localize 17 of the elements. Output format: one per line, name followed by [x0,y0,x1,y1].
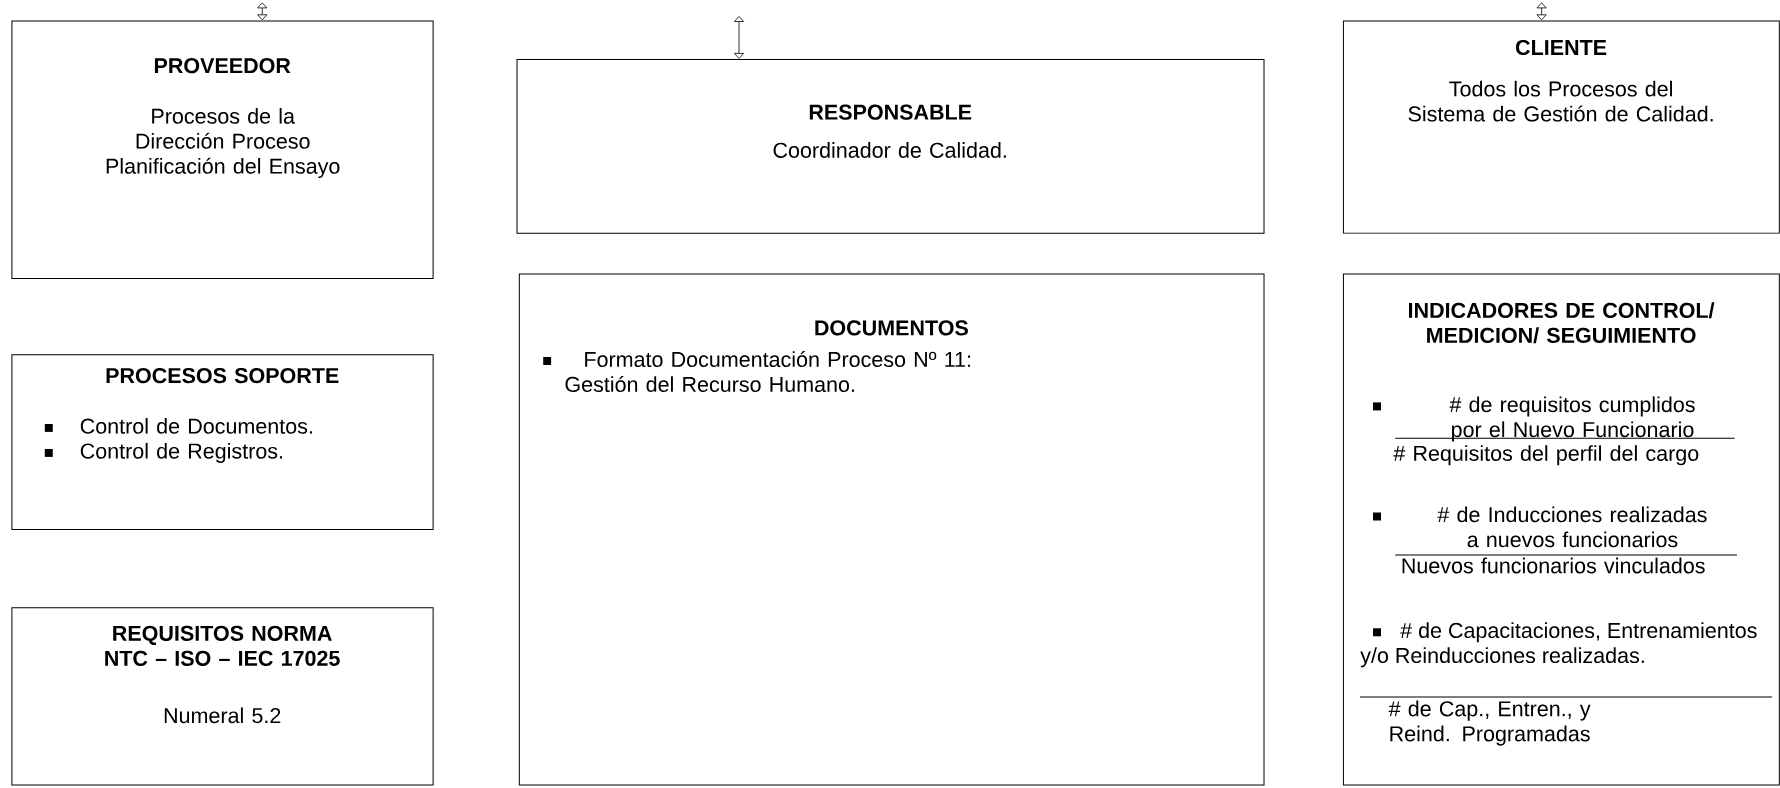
double-arrow [257,2,268,21]
process-box: RESPONSABLE Coordinador de Calidad. [516,59,1265,234]
process-box: INDICADORES DE CONTROL/ MEDICION/ SEGUIMIENTO # de requisitos cumplidos por el Nuevo Funcionario # Requisitos del perfil del cargo # de Inducciones realizadas a nuevos funcionarios Nuevos funcionarios vinculados # de Capacitaciones, Entrenamientos y/o Reinducciones realizadas. # de Cap., Entren., y Reind. Programadas [1342,273,1780,786]
double-arrow [733,16,745,59]
process-box: PROCESOS SOPORTE Control de Documentos. Control de Registros. [11,354,434,530]
process-box: PROVEEDOR Procesos de la Dirección Proceso Planificación del Ensayo [11,20,434,280]
process-box: DOCUMENTOS Formato Documentación Proceso Nº 11: Gestión del Recurso Humano. [518,273,1265,786]
node-label: # de Cap., Entren., y Reind. Programadas [1388,700,1591,746]
double-arrow [1536,2,1547,21]
process-box: CLIENTE Todos los Procesos del Sistema de Gestión de Calidad. [1342,20,1780,234]
node-label: INDICADORES DE CONTROL/ MEDICION/ SEGUIMIENTO [1409,302,1715,344]
node-label: # Requisitos del perfil del cargo [1393,445,1699,466]
node-label: Nuevos funcionarios vinculados [1402,557,1705,574]
process-box: REQUISITOS NORMA NTC – ISO – IEC 17025 Numeral 5.2 [11,607,434,786]
node-label: # de Inducciones realizadas a nuevos funcionarios [1437,506,1707,548]
node-label: # de Capacitaciones, Entrenamientos y/o Reinducciones realizadas. [1360,622,1757,668]
node-label: # de requisitos cumplidos por el Nuevo Funcionario [1449,396,1695,442]
